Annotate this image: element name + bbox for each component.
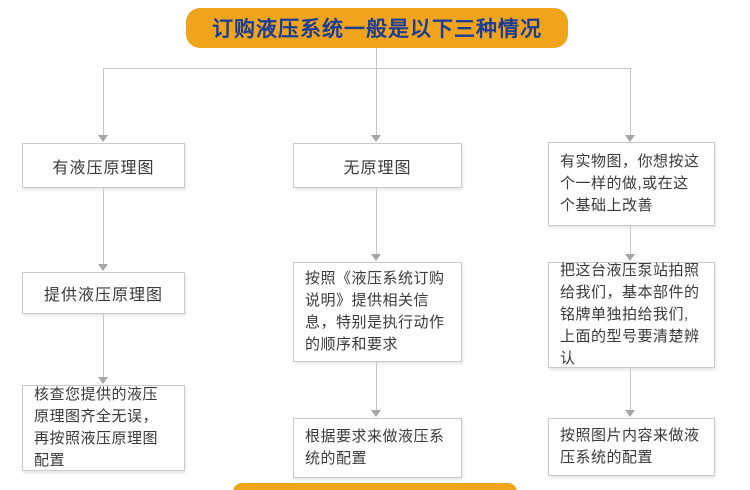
connector-left-2-3 [103,314,104,377]
flow-box-label: 有液压原理图 [52,159,155,177]
flow-box-left-3: 核查您提供的液压原理图齐全无误，再按照液压原理图配置 [22,385,185,471]
flow-box-right-1: 有实物图，你想按这个一样的做,或在这个基础上改善 [548,142,715,226]
flow-box-label: 有实物图，你想按这个一样的做,或在这个基础上改善 [560,153,700,214]
flow-box-label: 提供液压原理图 [43,287,163,304]
flow-box-middle-1: 无原理图 [293,143,462,188]
flow-box-middle-2: 按照《液压系统订购说明》提供相关信息，特别是执行动作的顺序和要求 [293,262,462,362]
flow-box-label: 按照图片内容来做液压系统的配置 [560,427,700,466]
flow-box-label: 无原理图 [343,159,412,177]
flow-box-left-2: 提供液压原理图 [22,272,185,314]
connector-right-2-3 [630,368,631,410]
arrow-down-icon [371,254,381,261]
connector-left-1-2 [103,188,104,264]
title-banner-label: 订购液压系统一般是以下三种情况 [212,18,542,41]
arrow-down-icon [98,377,108,384]
connector-middle-1-2 [376,188,377,254]
flow-box-label: 核查您提供的液压原理图齐全无误，再按照液压原理图配置 [34,386,159,469]
flow-box-label: 根据要求来做液压系统的配置 [305,428,445,467]
arrow-down-icon [98,264,108,271]
flow-box-left-1: 有液压原理图 [22,143,185,188]
bottom-banner-partial [233,483,517,490]
connector-banner-stem [376,48,377,68]
connector-middle-drop [376,68,377,135]
title-banner: 订购液压系统一般是以下三种情况 [186,8,568,48]
flow-box-label: 把这台液压泵站拍照给我们，基本部件的铭牌单独拍给我们,上面的型号要清楚辨认 [560,262,700,367]
flow-box-middle-3: 根据要求来做液压系统的配置 [293,418,462,478]
connector-right-1-2 [630,226,631,254]
arrow-down-icon [625,410,635,417]
connector-middle-2-3 [376,362,377,410]
flow-box-right-2: 把这台液压泵站拍照给我们，基本部件的铭牌单独拍给我们,上面的型号要清楚辨认 [548,262,715,368]
flow-box-right-3: 按照图片内容来做液压系统的配置 [548,418,715,476]
arrow-down-icon [625,135,635,142]
flow-box-label: 按照《液压系统订购说明》提供相关信息，特别是执行动作的顺序和要求 [305,270,445,353]
connector-left-drop [103,68,104,135]
arrow-down-icon [371,410,381,417]
connector-right-drop [630,68,631,135]
arrow-down-icon [98,135,108,142]
arrow-down-icon [625,254,635,261]
arrow-down-icon [371,135,381,142]
connector-spine [103,68,631,69]
